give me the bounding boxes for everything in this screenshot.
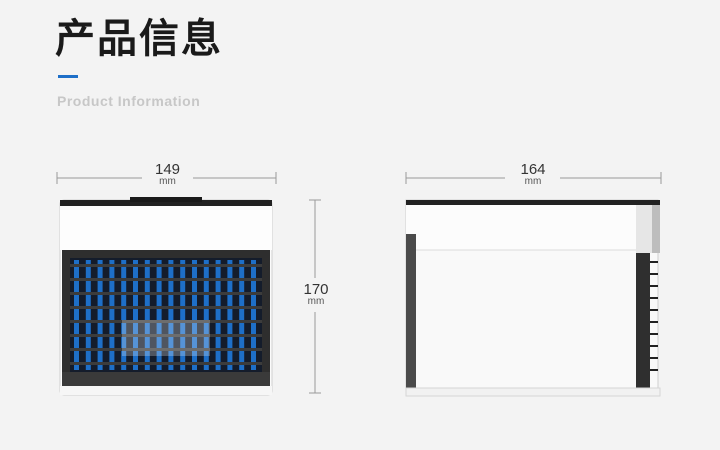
- page-subtitle: Product Information: [57, 93, 201, 109]
- front-width-value: 149: [154, 161, 181, 178]
- front-width-unit: mm: [159, 176, 176, 187]
- height-unit: mm: [307, 296, 325, 307]
- side-view-device: [405, 199, 661, 397]
- side-fins: [650, 261, 658, 371]
- side-width-unit: mm: [524, 176, 542, 187]
- front-grille: [70, 260, 262, 370]
- height-label: 170 mm: [296, 282, 336, 307]
- front-width-dimension-line: [56, 172, 277, 184]
- side-width-value: 164: [520, 161, 546, 178]
- side-width-dimension-line: [405, 172, 662, 184]
- height-dimension-line: [309, 199, 321, 394]
- side-width-label: 164 mm: [506, 162, 560, 187]
- height-value: 170: [303, 281, 329, 298]
- page-title: 产品信息: [55, 16, 223, 62]
- title-accent-bar: [58, 75, 78, 78]
- front-view-device: [59, 197, 273, 396]
- front-width-label: 149 mm: [142, 162, 193, 187]
